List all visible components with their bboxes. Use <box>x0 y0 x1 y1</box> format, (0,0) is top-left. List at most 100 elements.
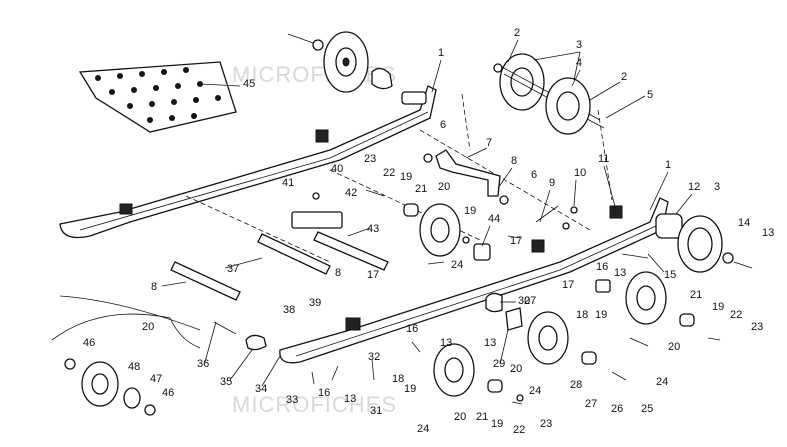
callout-20: 20 <box>438 181 450 193</box>
callout-6: 6 <box>531 169 537 181</box>
callout-19: 19 <box>712 301 724 313</box>
callout-18: 18 <box>392 373 404 385</box>
callout-17: 17 <box>510 235 522 247</box>
callout-15: 15 <box>664 269 676 281</box>
callout-22: 22 <box>383 167 395 179</box>
callout-37: 37 <box>227 263 239 275</box>
callout-10: 10 <box>574 167 586 179</box>
top-idler-wheel <box>287 31 393 93</box>
callout-22: 22 <box>513 424 525 436</box>
callout-1: 1 <box>438 47 444 59</box>
wheel-assembly-inset-20 <box>51 313 201 416</box>
callout-4: 4 <box>576 57 582 69</box>
callout-27: 27 <box>585 398 597 410</box>
callout-28: 28 <box>570 379 582 391</box>
callout-45: 45 <box>243 78 255 90</box>
callout-16: 16 <box>318 387 330 399</box>
pivot-arm-7 <box>423 149 509 205</box>
fasteners <box>213 189 721 405</box>
callout-16: 16 <box>596 261 608 273</box>
callout-47: 47 <box>150 373 162 385</box>
callout-44: 44 <box>488 213 500 225</box>
callout-3: 3 <box>714 181 720 193</box>
callout-34: 34 <box>255 383 267 395</box>
callout-3: 3 <box>576 39 582 51</box>
callout-26: 26 <box>611 403 623 415</box>
callout-41: 41 <box>282 177 294 189</box>
mid-wheel-upper <box>419 203 461 257</box>
callout-19: 19 <box>404 383 416 395</box>
rear-wheel-assembly <box>655 213 753 273</box>
callout-13: 13 <box>440 337 452 349</box>
watermark-bottom: MICROFICHES <box>232 392 397 417</box>
callout-21: 21 <box>690 289 702 301</box>
wear-strip-45 <box>78 61 237 133</box>
callout-16: 16 <box>406 323 418 335</box>
callout-20: 20 <box>142 321 154 333</box>
callout-23: 23 <box>751 321 763 333</box>
callout-24: 24 <box>417 423 429 435</box>
callout-5: 5 <box>647 89 653 101</box>
callout-24: 24 <box>656 376 668 388</box>
callout-19: 19 <box>595 309 607 321</box>
callout-21: 21 <box>476 411 488 423</box>
lower-wheel-left <box>433 343 475 397</box>
callout-19: 19 <box>491 418 503 430</box>
watermark-top: MICROFICHES <box>232 62 397 87</box>
callout-43: 43 <box>367 223 379 235</box>
callout-labels: 1 1 2 2 3 3 4 5 6 6 7 8 8 8 9 10 11 12 1… <box>83 27 774 436</box>
callout-2: 2 <box>514 27 520 39</box>
callout-46: 46 <box>162 387 174 399</box>
callout-24: 24 <box>529 385 541 397</box>
callout-11: 11 <box>598 153 609 165</box>
callout-20: 20 <box>668 341 680 353</box>
cross-shafts <box>59 93 613 331</box>
callout-18: 18 <box>576 309 588 321</box>
callout-14: 14 <box>738 217 750 229</box>
callout-20: 20 <box>454 411 466 423</box>
callout-33: 33 <box>286 394 298 406</box>
callout-12: 12 <box>688 181 700 193</box>
callout-22: 22 <box>730 309 742 321</box>
callout-29: 29 <box>493 358 505 370</box>
callout-21: 21 <box>415 183 427 195</box>
dual-wheel-axle <box>493 53 605 135</box>
callout-31: 31 <box>370 405 382 417</box>
callout-1: 1 <box>665 159 671 171</box>
callout-13: 13 <box>614 267 626 279</box>
callout-46: 46 <box>83 337 95 349</box>
callout-8: 8 <box>335 267 341 279</box>
callout-27: 27 <box>524 295 536 307</box>
callout-48: 48 <box>128 361 140 373</box>
callout-9: 9 <box>549 177 555 189</box>
left-slide-rail <box>59 85 437 239</box>
callout-13: 13 <box>762 227 774 239</box>
callout-42: 42 <box>345 187 357 199</box>
callout-7: 7 <box>486 137 492 149</box>
callout-36: 36 <box>197 358 209 370</box>
callout-40: 40 <box>331 163 343 175</box>
callout-17: 17 <box>562 279 574 291</box>
callout-2: 2 <box>621 71 627 83</box>
callout-23: 23 <box>540 418 552 430</box>
callout-32: 32 <box>368 351 380 363</box>
callout-38: 38 <box>283 304 295 316</box>
callout-19: 19 <box>464 205 476 217</box>
right-slide-rail <box>279 197 669 364</box>
callout-17: 17 <box>367 269 379 281</box>
callout-13: 13 <box>344 393 356 405</box>
callout-8: 8 <box>151 281 157 293</box>
callout-35: 35 <box>220 376 232 388</box>
callout-25: 25 <box>641 403 653 415</box>
callout-6: 6 <box>440 119 446 131</box>
callout-39: 39 <box>309 297 321 309</box>
lower-wheel-center <box>527 311 569 365</box>
callout-8: 8 <box>511 155 517 167</box>
callout-13: 13 <box>484 337 496 349</box>
callout-19: 19 <box>400 171 412 183</box>
callout-24: 24 <box>451 259 463 271</box>
callout-30: 30 <box>518 295 530 307</box>
callout-23: 23 <box>364 153 376 165</box>
callout-20: 20 <box>510 363 522 375</box>
